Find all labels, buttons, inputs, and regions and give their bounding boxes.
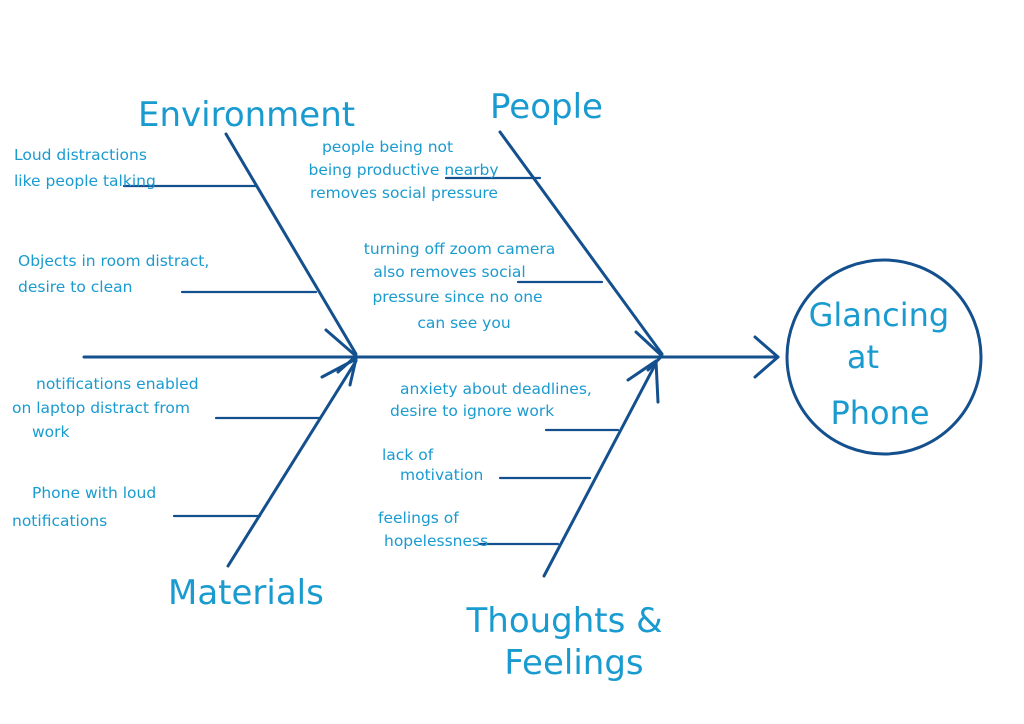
effect-line-1: Glancing: [809, 296, 950, 334]
effect-label: Glancing at Phone: [809, 296, 960, 432]
environment-bone: [224, 132, 358, 356]
category-thoughts-label: Thoughts & Feelings: [466, 601, 674, 683]
people-cause-1-line-1: people being not: [322, 138, 453, 156]
category-thoughts-line-1: Thoughts &: [466, 601, 663, 641]
environment-cause-1: Loud distractions like people talking: [14, 146, 156, 190]
people-bone: [498, 130, 664, 356]
materials-bone-arrow: [320, 357, 358, 387]
thoughts-cause-3: feelings of hopelessness: [378, 509, 488, 550]
thoughts-cause-2-line-1: lack of: [382, 446, 434, 464]
materials-cause-1-line-3: work: [32, 423, 70, 441]
thoughts-cause-2: lack of motivation: [382, 446, 483, 484]
people-bone-arrow: [634, 330, 664, 372]
materials-bone: [226, 359, 358, 568]
thoughts-cause-2-line-2: motivation: [400, 466, 483, 484]
spine-arrowhead: [753, 335, 780, 379]
category-people-label: People: [490, 87, 603, 127]
people-cause-1: people being not being productive nearby…: [308, 138, 503, 202]
environment-cause-2-line-2: desire to clean: [18, 278, 132, 296]
materials-cause-1-line-2: on laptop distract from: [12, 399, 190, 417]
materials-cause-2: Phone with loud notifications: [12, 484, 161, 530]
category-materials-label: Materials: [168, 573, 324, 613]
effect-line-2: at: [847, 338, 879, 376]
thoughts-bone-arrow: [626, 359, 660, 404]
materials-cause-1-line-1: notifications enabled: [36, 375, 199, 393]
thoughts-cause-1: anxiety about deadlines, desire to ignor…: [390, 380, 597, 420]
materials-cause-2-line-1: Phone with loud: [32, 484, 156, 502]
environment-cause-1-line-1: Loud distractions: [14, 146, 147, 164]
materials-cause-1: notifications enabled on laptop distract…: [12, 375, 203, 441]
category-thoughts-line-2: Feelings: [504, 643, 643, 683]
people-cause-2-line-1: turning off zoom camera: [364, 240, 555, 258]
environment-cause-1-line-2: like people talking: [14, 172, 156, 190]
thoughts-cause-3-line-2: hopelessness: [384, 532, 488, 550]
environment-cause-2-line-1: Objects in room distract,: [18, 252, 209, 270]
category-environment-label: Environment: [138, 95, 355, 135]
people-cause-2-line-4: can see you: [417, 314, 510, 332]
people-cause-2-line-2: also removes social: [373, 263, 525, 281]
effect-line-3: Phone: [830, 394, 929, 432]
people-cause-1-line-2: being productive nearby: [308, 161, 498, 179]
effect-circle: [785, 258, 983, 456]
thoughts-cause-1-line-2: desire to ignore work: [390, 402, 554, 420]
people-cause-1-line-3: removes social pressure: [310, 184, 498, 202]
environment-cause-2: Objects in room distract, desire to clea…: [18, 252, 214, 296]
thoughts-bone: [542, 361, 658, 578]
thoughts-cause-3-line-1: feelings of: [378, 509, 459, 527]
thoughts-cause-1-line-1: anxiety about deadlines,: [400, 380, 592, 398]
people-cause-2-line-3: pressure since no one: [372, 288, 542, 306]
people-cause-2: turning off zoom camera also removes soc…: [364, 240, 560, 332]
materials-cause-2-line-2: notifications: [12, 512, 107, 530]
